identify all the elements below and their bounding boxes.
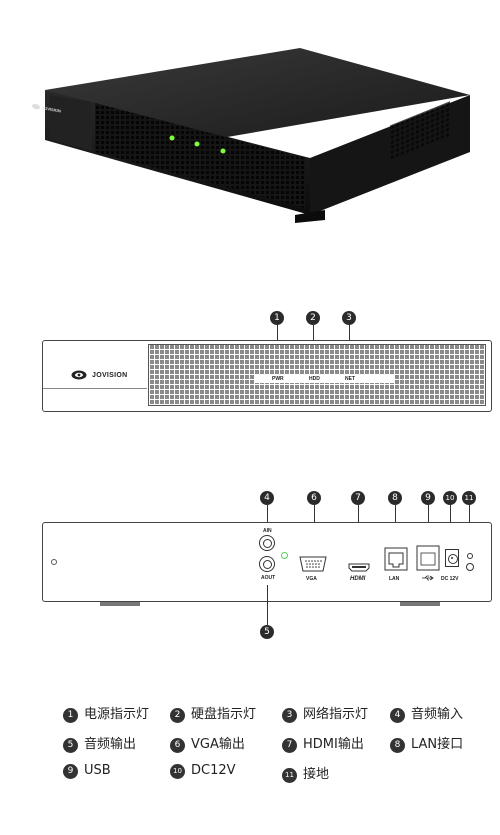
indicator-strip (255, 375, 395, 383)
front-left-divider (43, 388, 147, 389)
label-pwr: PWR (272, 376, 284, 382)
callout-5: 5 (260, 625, 274, 639)
chassis-foot (295, 210, 325, 223)
chassis-top (45, 48, 470, 140)
brand-emblem-icon (71, 370, 87, 380)
callout-6: 6 (307, 491, 321, 505)
lan-port (384, 547, 408, 571)
front-chassis: PWR HDD NET JOVISION (42, 340, 492, 412)
brand-name-front: JOVISION (92, 371, 128, 379)
front-vent-panel (95, 103, 305, 208)
label-aout: AOUT (261, 575, 276, 581)
hdmi-port (348, 563, 370, 572)
label-ain: AIN (263, 528, 272, 534)
dc-power-jack (445, 549, 459, 567)
ground-screw (466, 563, 474, 571)
nvr-product-photo: JOVISION (20, 40, 480, 225)
callout-11: 11 (462, 491, 476, 505)
label-hdd: HDD (309, 376, 320, 382)
brand-logo-front: JOVISION (71, 370, 127, 380)
side-vent (390, 101, 450, 161)
usb-icon (422, 575, 434, 581)
rear-panel-diagram: 4 6 7 8 9 10 11 AIN AOUT VGA (0, 485, 500, 650)
front-logo-plate (50, 95, 92, 151)
callout-2: 2 (306, 311, 320, 325)
usb-port (416, 545, 440, 571)
hdmi-logo-icon: HDMI (350, 576, 366, 582)
rear-foot-right (400, 602, 440, 606)
label-dc12v: DC 12V (441, 576, 459, 582)
screw-left (51, 559, 57, 565)
led-net-3d (220, 148, 226, 154)
front-panel-diagram: 1 2 3 PWR HDD NET JOVISION (0, 305, 500, 425)
leader-5 (267, 585, 268, 625)
callout-7: 7 (351, 491, 365, 505)
ground-icon (467, 553, 473, 559)
callout-10: 10 (443, 491, 457, 505)
rear-foot-left (100, 602, 140, 606)
led-hdd-3d (194, 141, 200, 147)
led-pwr-3d (169, 135, 175, 141)
label-net: NET (345, 376, 355, 382)
callout-8: 8 (388, 491, 402, 505)
vga-port (299, 556, 327, 572)
audio-status-ring (281, 552, 288, 559)
callout-4: 4 (260, 491, 274, 505)
callout-1: 1 (270, 311, 284, 325)
label-vga: VGA (306, 576, 317, 582)
audio-in-jack (259, 535, 275, 551)
callout-9: 9 (421, 491, 435, 505)
nvr-3d-illustration (45, 48, 470, 223)
audio-out-jack (259, 556, 275, 572)
callout-3: 3 (342, 311, 356, 325)
label-lan: LAN (389, 576, 400, 582)
